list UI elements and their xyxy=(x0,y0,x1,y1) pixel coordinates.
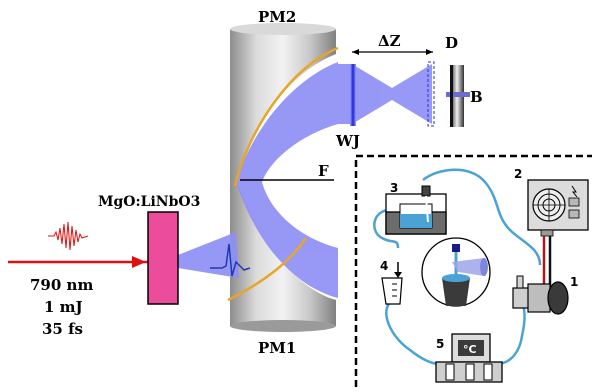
laser-arrow-head xyxy=(132,256,146,268)
laser-pulse-waveform xyxy=(48,221,89,251)
inset-number-3: 3 xyxy=(390,181,398,195)
label-energy: 1 mJ xyxy=(44,298,83,316)
mirror-pm2-edge xyxy=(233,46,339,187)
crystal xyxy=(147,211,179,305)
detector xyxy=(446,65,470,127)
inset-number-2: 2 xyxy=(514,167,522,181)
inset-number-1: 1 xyxy=(570,275,578,289)
reservoir xyxy=(385,185,447,235)
mirror-pm1-edge xyxy=(227,237,308,302)
label-b: B xyxy=(470,88,483,106)
label-d: D xyxy=(445,34,458,52)
water-circulation-inset: °C 1 2 3 4 5 xyxy=(354,154,592,387)
label-crystal: MgO:LiNbO3 xyxy=(98,194,200,210)
power-supply xyxy=(527,179,589,237)
label-pm1: PM1 xyxy=(258,339,296,357)
water-jet xyxy=(350,64,356,126)
heater-unit: °C xyxy=(463,343,477,356)
pump xyxy=(512,275,569,315)
beaker xyxy=(381,262,403,305)
thz-waveform xyxy=(210,243,251,277)
heater: °C xyxy=(435,333,503,383)
label-wavelength: 790 nm xyxy=(30,276,93,294)
label-wj: WJ xyxy=(335,132,360,150)
label-f: F xyxy=(318,162,329,180)
jet-closeup xyxy=(421,237,491,307)
label-duration: 35 fs xyxy=(42,320,83,338)
label-delta-z: ΔZ xyxy=(378,32,401,50)
label-pm2: PM2 xyxy=(258,8,296,26)
inset-number-5: 5 xyxy=(436,337,444,351)
inset-number-4: 4 xyxy=(380,259,388,273)
detector-plane-dashed xyxy=(427,61,435,127)
